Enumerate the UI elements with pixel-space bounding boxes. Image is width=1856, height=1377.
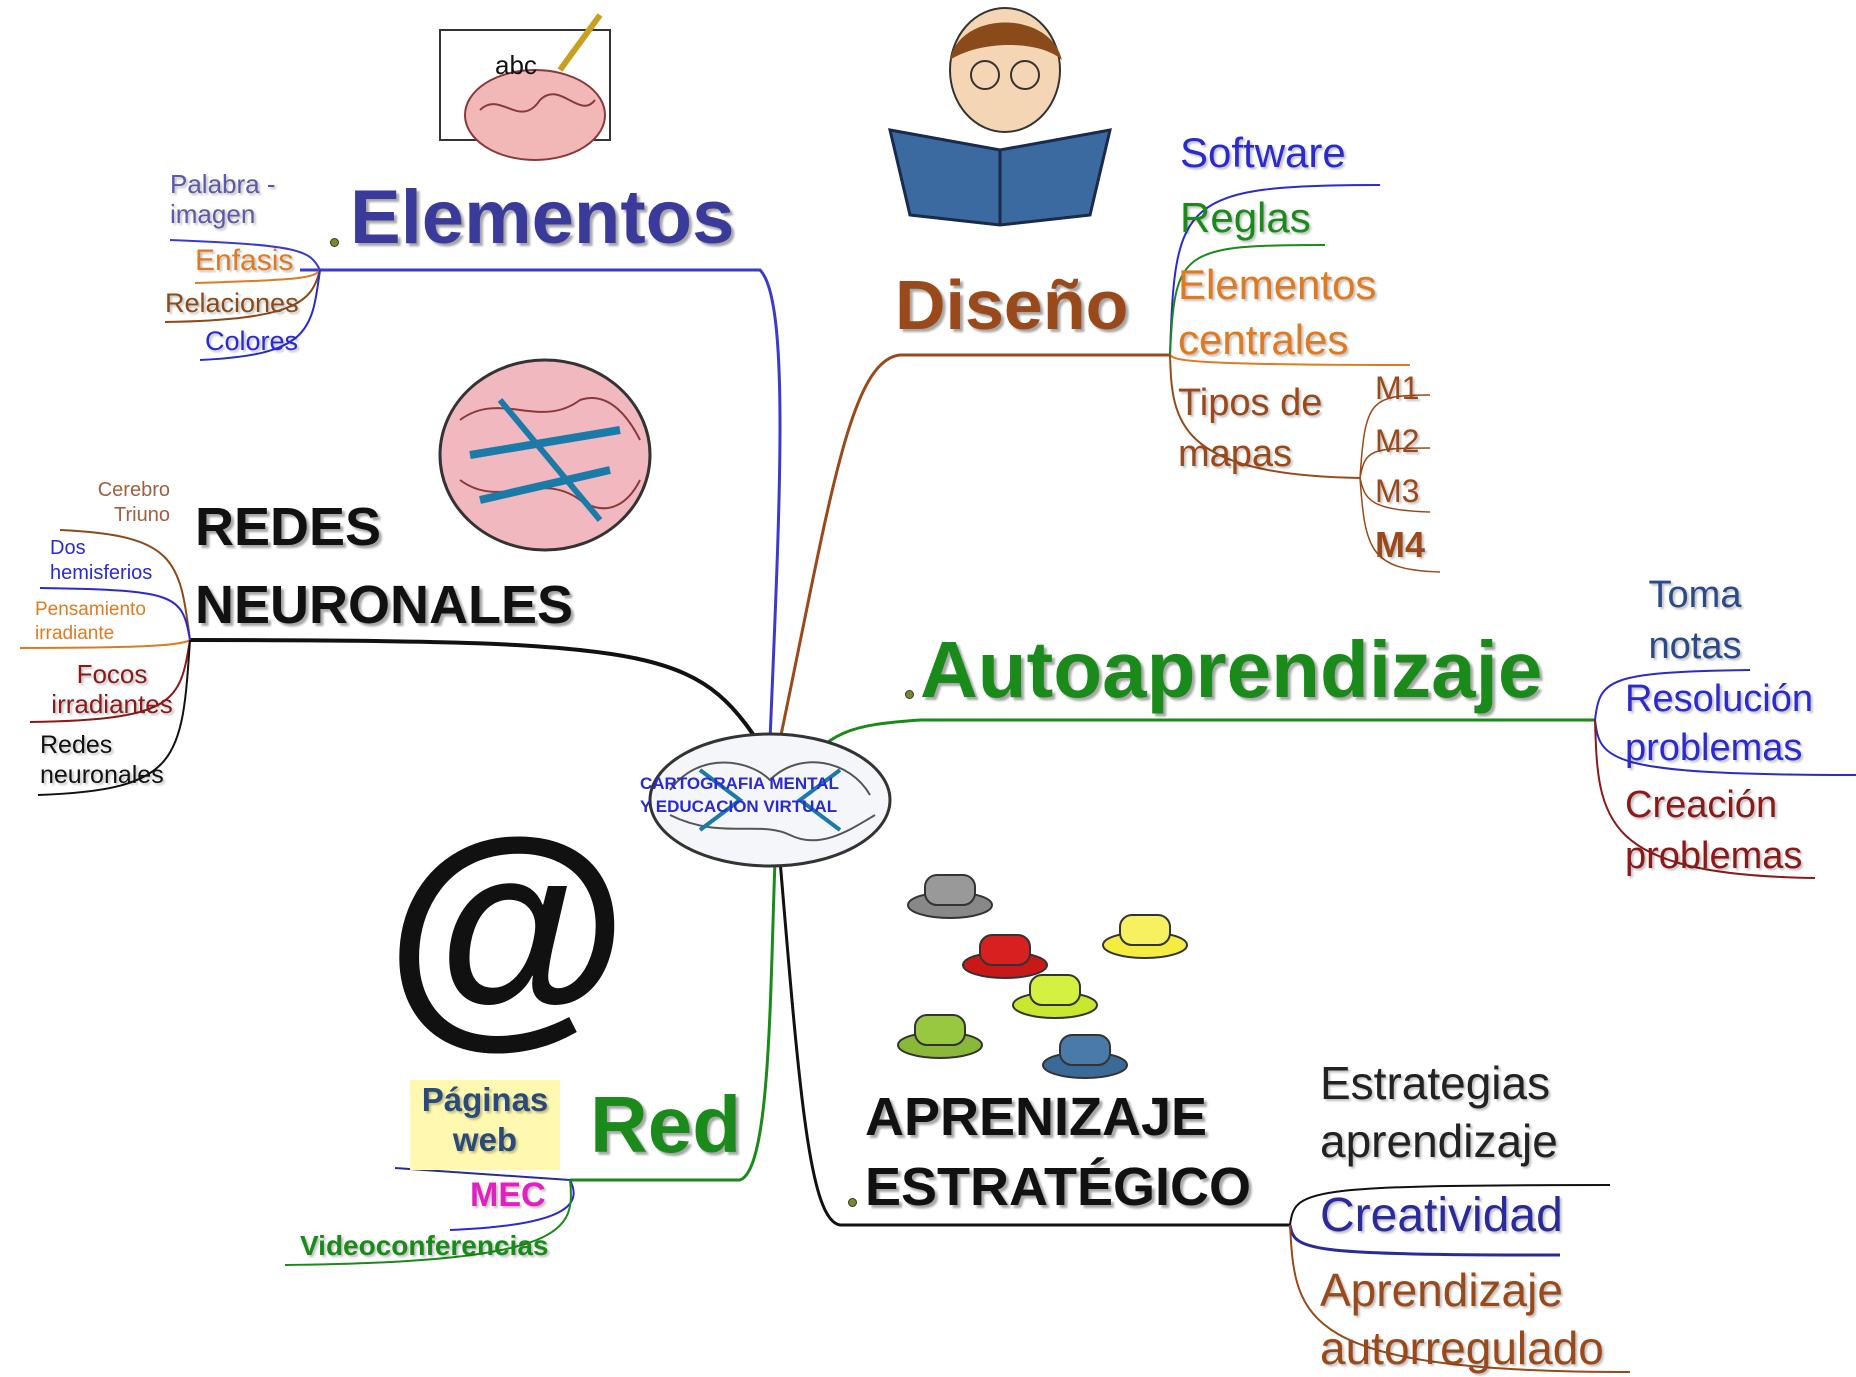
bullet-icon — [330, 238, 339, 247]
redes-item-3[interactable]: Pensamiento irradiante — [35, 599, 146, 644]
elementos-item-3[interactable]: Relaciones — [165, 288, 299, 318]
diseno-item-1[interactable]: Software — [1180, 129, 1346, 176]
branch-red-title[interactable]: Red — [590, 1080, 742, 1169]
bullet-icon — [905, 690, 914, 699]
diseno-item-4[interactable]: Tipos de mapas — [1178, 382, 1323, 476]
diseno-subitem-m3[interactable]: M3 — [1375, 473, 1420, 509]
autoaprendizaje-item-2[interactable]: Resolución problemas — [1625, 678, 1813, 770]
estrategico-item-1[interactable]: Estrategias aprendizaje — [1320, 1057, 1558, 1167]
branch-autoaprendizaje-title[interactable]: Autoaprendizaje — [920, 625, 1543, 714]
elementos-item-1[interactable]: Palabra - imagen — [170, 169, 276, 229]
redes-item-1[interactable]: Cerebro Triuno — [97, 479, 170, 526]
diseno-item-3[interactable]: Elementos centrales — [1178, 261, 1377, 363]
diseno-subitem-m1[interactable]: M1 — [1375, 370, 1420, 406]
branch-elementos-title[interactable]: Elementos — [350, 175, 735, 260]
diseno-subitem-m4[interactable]: M4 — [1375, 524, 1426, 565]
branch-redes-title-line2[interactable]: NEURONALES — [195, 575, 574, 635]
brain-writing-text: abc — [495, 50, 537, 80]
branch-diseno-title[interactable]: Diseño — [895, 266, 1129, 344]
redes-item-4[interactable]: Focos irradiantes — [51, 659, 173, 719]
elementos-item-2[interactable]: Enfasis — [195, 244, 294, 277]
center-label-line2: Y EDUCACION VIRTUAL — [640, 797, 838, 816]
branch-estrategico-title-line1[interactable]: APRENIZAJE — [865, 1087, 1208, 1147]
at-sign-icon: @ — [385, 788, 629, 1067]
diseno-item-2[interactable]: Reglas — [1180, 194, 1311, 241]
bullet-icon — [848, 1198, 857, 1207]
branch-estrategico-title-line2[interactable]: ESTRATÉGICO — [865, 1157, 1252, 1217]
elementos-item-4[interactable]: Colores — [205, 326, 299, 356]
diseno-subitem-m2[interactable]: M2 — [1375, 423, 1420, 459]
redes-item-2[interactable]: Dos hemisferios — [50, 537, 153, 584]
red-item-1[interactable]: Páginas web — [410, 1080, 560, 1170]
estrategico-item-2[interactable]: Creatividad — [1320, 1189, 1563, 1242]
redes-item-5[interactable]: Redes neuronales — [40, 731, 164, 789]
center-label-line1: CARTOGRAFIA MENTAL — [640, 774, 839, 793]
red-item-2[interactable]: MEC — [470, 1176, 546, 1214]
estrategico-item-3[interactable]: Aprendizaje autorregulado — [1320, 1264, 1604, 1374]
branch-redes-title-line1[interactable]: REDES — [195, 497, 382, 557]
autoaprendizaje-item-1[interactable]: Toma notas — [1648, 574, 1742, 668]
red-item-3[interactable]: Videoconferencias — [300, 1230, 549, 1261]
autoaprendizaje-item-3[interactable]: Creación problemas — [1625, 784, 1803, 878]
